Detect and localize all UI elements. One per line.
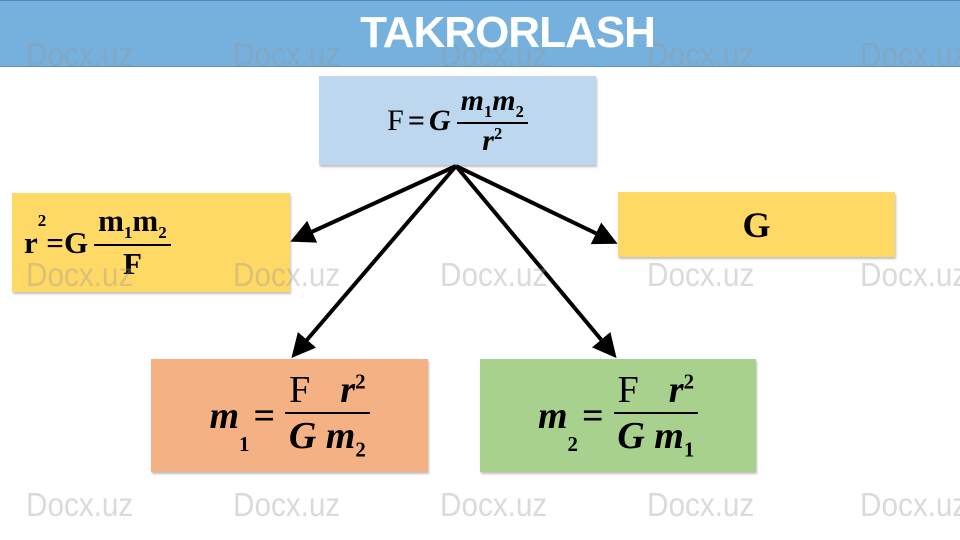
m: m bbox=[492, 83, 516, 117]
sup: 2 bbox=[683, 369, 695, 394]
m: m bbox=[132, 203, 159, 239]
r: r bbox=[340, 369, 356, 412]
sub: 2 bbox=[515, 101, 524, 121]
main-fraction: m1m2 r2 bbox=[456, 83, 528, 158]
watermark: Docx.uz bbox=[440, 486, 548, 523]
sup: 2 bbox=[37, 211, 47, 231]
eq: = bbox=[253, 394, 276, 437]
main-lhs: F bbox=[387, 103, 404, 137]
arrow-to-g bbox=[455, 164, 618, 245]
watermark: Docx.uz bbox=[26, 36, 134, 73]
m: m bbox=[325, 415, 356, 458]
g-box: G bbox=[618, 192, 895, 257]
g-text: G bbox=[742, 204, 771, 245]
m: m bbox=[654, 415, 684, 458]
watermark: Docx.uz bbox=[233, 36, 341, 73]
g: G bbox=[288, 415, 317, 458]
watermark: Docx.uz bbox=[647, 256, 755, 293]
watermark: Docx.uz bbox=[647, 36, 755, 73]
r: r bbox=[668, 369, 684, 412]
arrow-to-m1 bbox=[291, 164, 458, 359]
m: m bbox=[209, 394, 240, 437]
r: r bbox=[24, 224, 38, 260]
den: F bbox=[94, 243, 171, 282]
main-coef: G bbox=[428, 103, 451, 137]
watermark: Docx.uz bbox=[26, 256, 134, 293]
main-formula-box: F = G m1m2 r2 bbox=[319, 76, 596, 165]
eq: = bbox=[46, 224, 64, 260]
sub: 1 bbox=[123, 223, 133, 243]
watermark: Docx.uz bbox=[440, 256, 548, 293]
watermark: Docx.uz bbox=[26, 486, 134, 523]
sub: 1 bbox=[483, 101, 493, 121]
main-eq: = bbox=[407, 103, 425, 137]
watermark: Docx.uz bbox=[860, 36, 960, 73]
r: r bbox=[482, 123, 494, 157]
coef: G bbox=[63, 224, 89, 260]
watermark: Docx.uz bbox=[860, 486, 960, 523]
sup: 2 bbox=[355, 369, 366, 394]
watermark: Docx.uz bbox=[860, 256, 960, 293]
title-bar bbox=[0, 0, 960, 67]
sub: 2 bbox=[355, 437, 366, 462]
slide-title: TAKRORLASH bbox=[360, 8, 656, 57]
sub: 1 bbox=[683, 437, 695, 462]
watermark: Docx.uz bbox=[233, 256, 341, 293]
sub: 2 bbox=[158, 223, 167, 243]
watermark: Docx.uz bbox=[647, 486, 755, 523]
m: m bbox=[98, 203, 124, 239]
sub: 1 bbox=[239, 431, 250, 456]
sub: 2 bbox=[567, 431, 578, 456]
sup: 2 bbox=[493, 123, 503, 143]
eq: = bbox=[581, 394, 604, 437]
watermark: Docx.uz bbox=[440, 36, 548, 73]
m: m bbox=[460, 83, 484, 117]
f: F bbox=[617, 369, 639, 412]
r-squared-fraction: m1m2 F bbox=[94, 203, 171, 281]
watermark: Docx.uz bbox=[233, 486, 341, 523]
arrow-to-r-squared bbox=[290, 164, 457, 243]
f: F bbox=[289, 369, 311, 412]
arrow-to-m2 bbox=[454, 164, 617, 359]
g: G bbox=[617, 415, 645, 458]
m: m bbox=[537, 394, 568, 437]
